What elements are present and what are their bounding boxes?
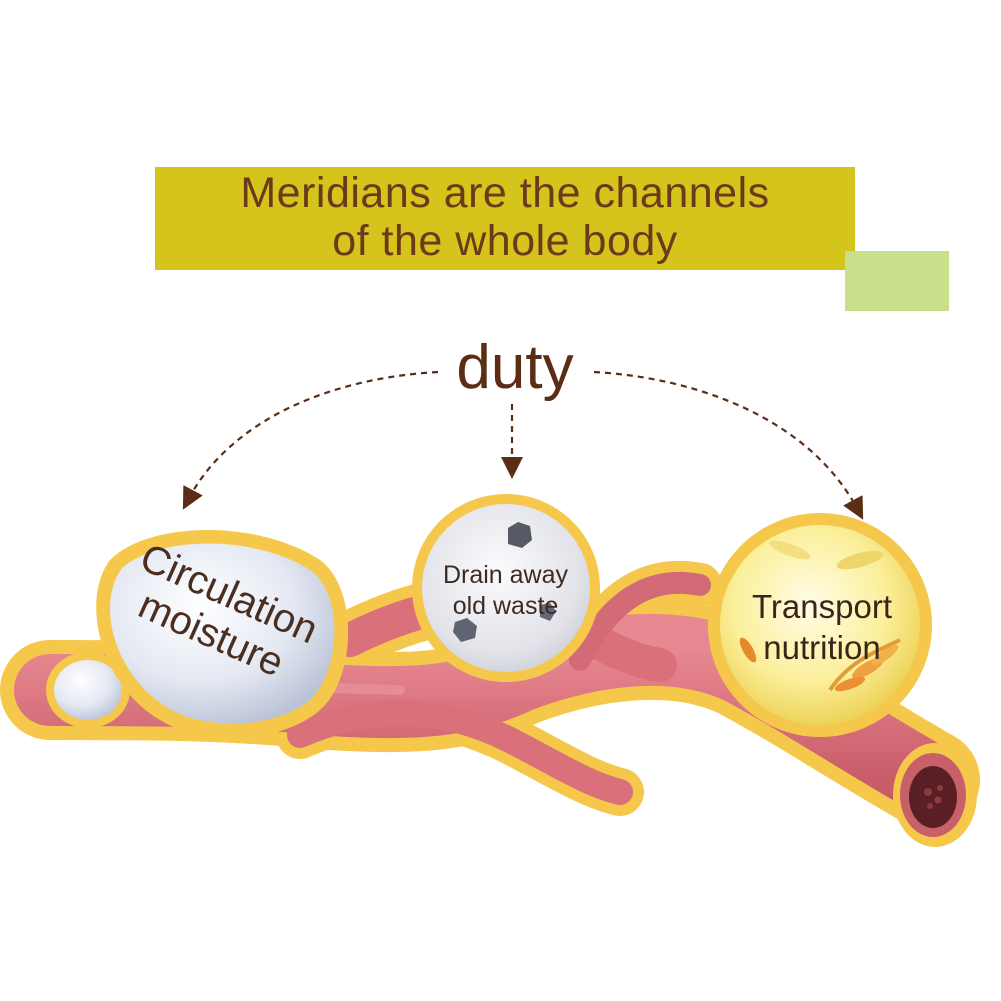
transport-label: Transport nutrition xyxy=(722,586,922,668)
transport-label-line-1: Transport xyxy=(752,588,892,625)
title-banner xyxy=(155,167,855,270)
drain-label-line-1: Drain away xyxy=(442,561,569,589)
duty-arrows xyxy=(182,370,864,520)
transport-label-line-2: nutrition xyxy=(763,629,881,666)
drain-bubble xyxy=(412,494,600,682)
page-title: Meridians are the channels of the whole … xyxy=(155,169,855,265)
transport-bubble xyxy=(708,513,932,737)
drain-label-line-2: old waste xyxy=(452,592,559,620)
title-line-2: of the whole body xyxy=(332,217,678,265)
title-line-1: Meridians are the channels xyxy=(240,169,770,217)
accent-block xyxy=(845,251,949,311)
duty-label: duty xyxy=(456,333,574,402)
small-droplet xyxy=(46,652,130,728)
arrow-to-transport xyxy=(593,370,864,520)
circulation-bubble xyxy=(96,530,349,738)
drain-label: Drain away old waste xyxy=(418,560,593,622)
vessel-opening xyxy=(893,743,977,847)
arrow-to-circulation xyxy=(182,370,439,510)
